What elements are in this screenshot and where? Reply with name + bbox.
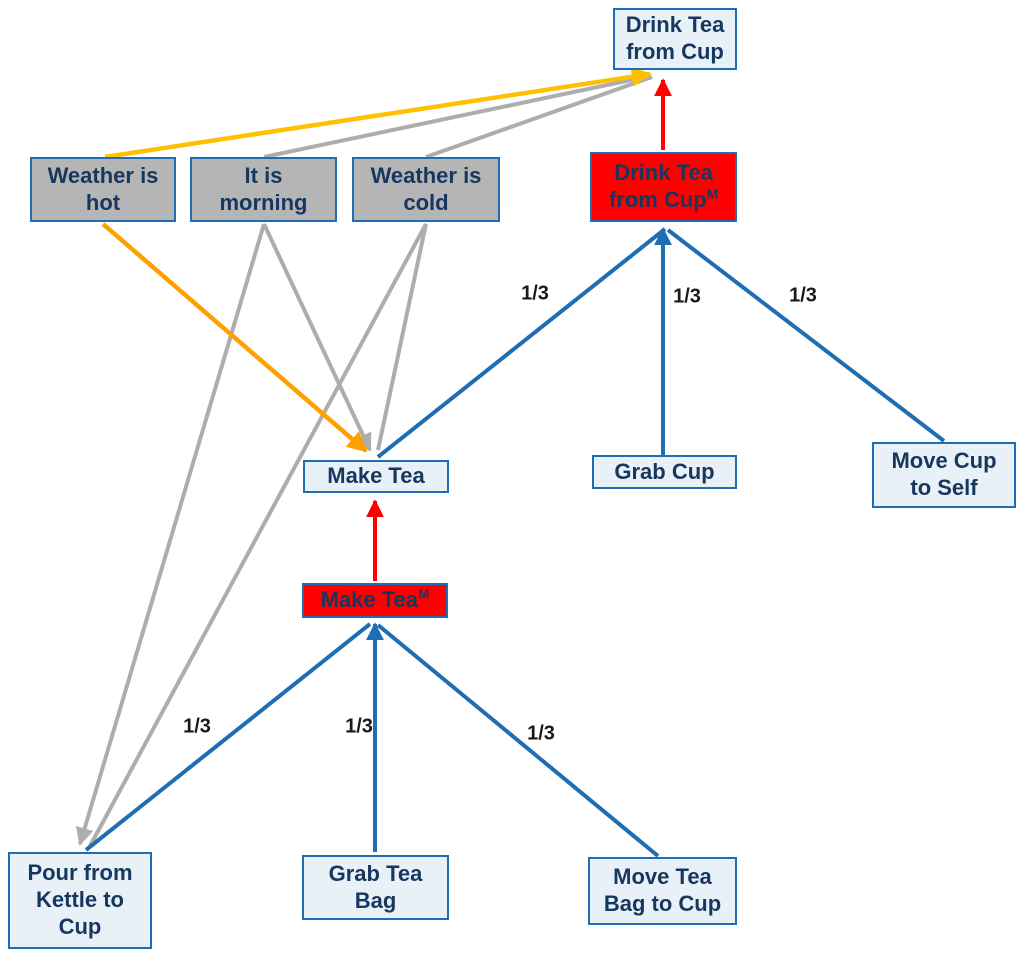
- node-make-tea: Make Tea: [303, 460, 449, 493]
- edge-make-tea-to-drink-method: [376, 227, 667, 459]
- edge-cold-to-pour-kettle: [88, 223, 428, 847]
- node-label: Weather is hot: [47, 162, 159, 215]
- node-label: Pour from Kettle to Cup: [27, 860, 133, 939]
- edge-move-cup-to-drink-method: [666, 228, 946, 443]
- node-it-is-morning: It is morning: [190, 157, 337, 222]
- method-superscript: M: [706, 186, 719, 202]
- edge-move-tea-bag-to-make-method: [376, 623, 660, 858]
- node-label: Drink Tea from CupM: [608, 160, 719, 212]
- edge-hot-to-make-tea: [101, 222, 368, 453]
- node-label: Make TeaM: [320, 586, 430, 613]
- node-drink-tea-from-cup-method: Drink Tea from CupM: [590, 152, 737, 222]
- edge-probability-label: 1/3: [673, 285, 701, 308]
- edge-probability-label: 1/3: [789, 284, 817, 307]
- node-move-cup-to-self: Move Cup to Self: [872, 442, 1016, 508]
- node-label: Move Tea Bag to Cup: [603, 864, 722, 916]
- edge-cold-to-drink-tea: [425, 75, 653, 159]
- node-drink-tea-from-cup: Drink Tea from Cup: [613, 8, 737, 70]
- edge-morning-to-drink-tea: [263, 74, 651, 159]
- edge-probability-label: 1/3: [183, 715, 211, 738]
- node-label: Move Cup to Self: [891, 448, 997, 500]
- node-label: Drink Tea from Cup: [625, 12, 725, 64]
- node-weather-is-cold: Weather is cold: [352, 157, 500, 222]
- node-label: Weather is cold: [370, 162, 482, 215]
- node-move-tea-bag-to-cup: Move Tea Bag to Cup: [588, 857, 737, 925]
- edge-hot-to-drink-tea: [104, 66, 653, 160]
- node-weather-is-hot: Weather is hot: [30, 157, 176, 222]
- node-pour-from-kettle-to-cup: Pour from Kettle to Cup: [8, 852, 152, 949]
- node-grab-tea-bag: Grab Tea Bag: [302, 855, 449, 920]
- edge-morning-to-make-tea: [262, 223, 372, 452]
- edge-probability-label: 1/3: [527, 722, 555, 745]
- node-make-tea-method: Make TeaM: [302, 583, 448, 618]
- node-label: It is morning: [219, 162, 308, 215]
- node-label: Grab Cup: [614, 458, 715, 484]
- node-grab-cup: Grab Cup: [592, 455, 737, 489]
- edge-morning-to-pour-kettle: [75, 223, 266, 846]
- edge-probability-label: 1/3: [521, 282, 549, 305]
- node-label: Grab Tea Bag: [328, 860, 423, 913]
- edge-probability-label: 1/3: [345, 715, 373, 738]
- edge-cold-to-make-tea: [376, 223, 428, 451]
- node-label: Make Tea: [327, 463, 425, 489]
- method-superscript: M: [418, 586, 430, 602]
- edge-pour-kettle-to-make-method: [84, 622, 372, 852]
